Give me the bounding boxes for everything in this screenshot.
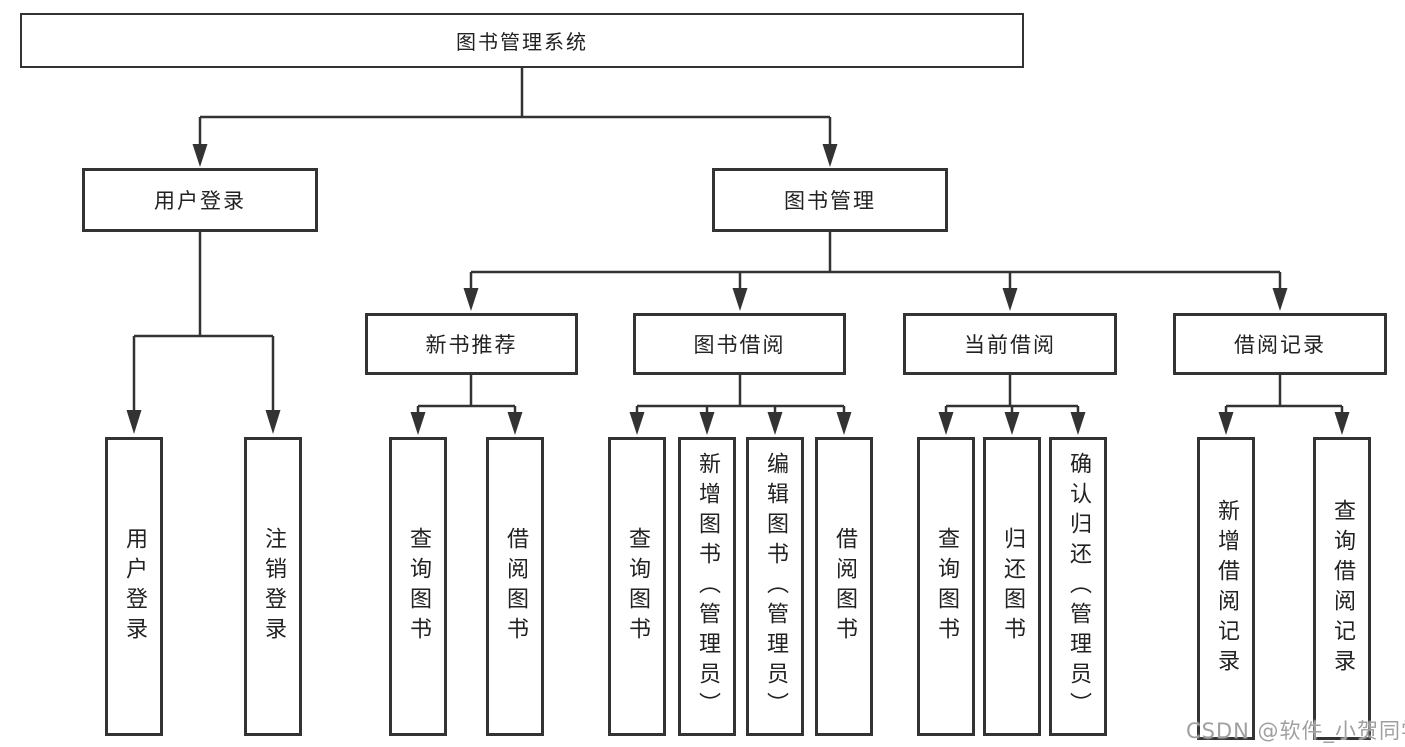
arrowhead [1334,412,1350,435]
leaf-confirm-return-admin: 确认归还（管理员） [1049,437,1107,736]
leaf-edit-books-admin: 编辑图书（管理员） [746,437,804,736]
node-label: 用户登录 [154,189,246,213]
arrowhead [699,412,715,435]
node-label: 借阅图书 [832,526,857,647]
arrowhead [836,412,852,435]
node-label: 借阅记录 [1234,333,1326,357]
connector-root-to-level1 [198,66,832,146]
arrowhead [126,410,142,434]
leaf-query-books-recommend: 查询图书 [389,437,447,736]
arrowhead [1004,412,1020,435]
arrowhead [767,412,783,435]
node-label: 编辑图书（管理员） [763,451,788,722]
node-label: 新增图书（管理员） [695,451,720,722]
node-borrowing-records: 借阅记录 [1173,313,1387,375]
connector-user-login-to-leaves [132,231,275,414]
node-label: 新增借阅记录 [1214,498,1239,679]
leaf-logout: 注销登录 [244,437,302,736]
node-label: 图书借阅 [693,333,786,357]
node-book-borrowing: 图书借阅 [633,313,846,375]
node-label: 查询图书 [934,526,959,647]
arrowhead [1218,412,1234,435]
leaf-borrow-books-recommend: 借阅图书 [486,437,544,736]
node-library-management-system: 图书管理系统 [20,13,1024,68]
arrowhead [192,144,208,167]
arrowhead [507,412,523,435]
arrowhead [938,412,954,435]
csdn-watermark: CSDN @软件_小贺同学 [1186,719,1405,743]
leaf-query-books-current: 查询图书 [917,437,975,736]
connector-borrow-records-to-leaves [1224,375,1344,415]
node-label: 注销登录 [261,526,286,647]
node-label: 新书推荐 [425,333,518,357]
node-label: 确认归还（管理员） [1066,451,1091,722]
leaf-borrow-books: 借阅图书 [815,437,873,736]
node-current-borrowing: 当前借阅 [903,313,1117,375]
leaf-return-books: 归还图书 [983,437,1041,736]
node-label: 查询图书 [406,526,431,647]
arrowhead [1272,288,1288,311]
node-label: 借阅图书 [503,526,528,647]
arrowhead [265,410,281,434]
leaf-add-books-admin: 新增图书（管理员） [678,437,736,736]
node-label: 图书管理系统 [456,30,588,54]
arrowhead [732,288,748,311]
leaf-user-login: 用户登录 [105,437,163,736]
node-label: 归还图书 [1000,526,1025,647]
arrowhead [410,412,426,435]
connector-new-book-to-leaves [416,375,517,415]
node-book-management: 图书管理 [712,168,948,232]
leaf-query-borrow-record: 查询借阅记录 [1313,437,1371,740]
arrowhead [1002,288,1018,311]
node-user-login: 用户登录 [82,168,318,232]
arrowhead [822,144,838,167]
node-new-book-recommendation: 新书推荐 [365,313,578,375]
leaf-add-borrow-record: 新增借阅记录 [1197,437,1255,740]
connector-current-borrow-to-leaves [944,375,1080,415]
connector-book-mgmt-to-level2 [469,231,1282,292]
node-label: 用户登录 [122,526,147,647]
arrowhead [1070,412,1086,435]
node-label: 图书管理 [784,189,876,213]
node-label: 当前借阅 [964,333,1056,357]
connector-book-borrow-to-leaves [635,375,846,415]
node-label: 查询借阅记录 [1330,498,1355,679]
leaf-query-books-borrow: 查询图书 [608,437,666,736]
arrowhead [463,288,479,311]
arrowhead [629,412,645,435]
node-label: 查询图书 [625,526,650,647]
